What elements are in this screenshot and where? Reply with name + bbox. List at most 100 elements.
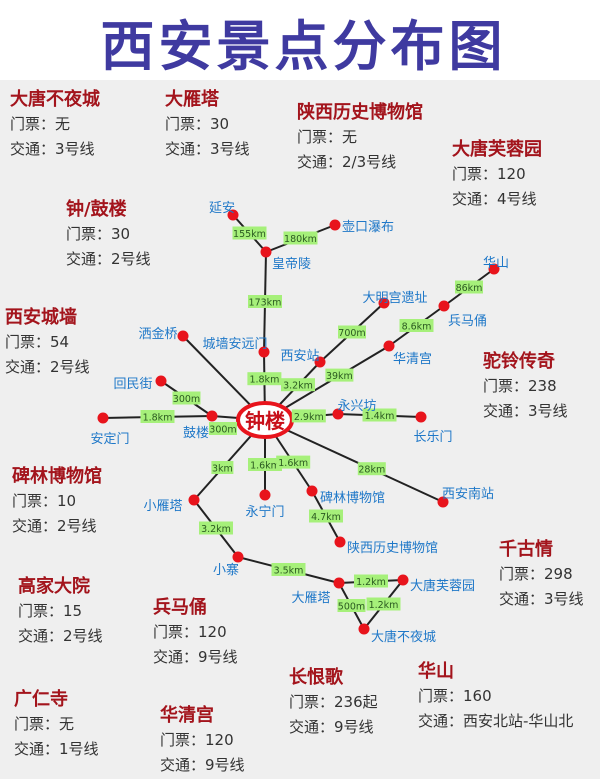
place-node[interactable] (437, 496, 449, 508)
place-node[interactable] (258, 346, 270, 358)
spot-card: 大唐不夜城 门票：无 交通：3号线 (10, 88, 100, 162)
place-label: 西安站 (280, 349, 319, 364)
place-label: 华清宫 (393, 352, 432, 367)
place-node[interactable] (259, 489, 271, 501)
distance-label: 3.5km (274, 566, 304, 577)
place-node[interactable] (358, 623, 370, 635)
place-label: 皇帝陵 (272, 256, 311, 272)
place-label: 壶口瀑布 (342, 220, 394, 235)
spot-ticket: 门票：120 (160, 731, 234, 749)
place-label: 小寨 (213, 562, 239, 578)
spot-ticket: 门票：无 (10, 115, 71, 133)
place-node[interactable] (488, 263, 500, 275)
distance-badge (211, 461, 234, 474)
spot-card: 碑林博物馆 门票：10 交通：2号线 (12, 465, 102, 539)
distance-label: 1.2km (369, 600, 399, 611)
distance-badge (140, 410, 175, 423)
spot-ticket: 门票：无 (14, 715, 75, 733)
place-node[interactable] (383, 340, 395, 352)
map-panel (0, 80, 600, 779)
spot-ticket: 门票：120 (452, 165, 526, 183)
place-node[interactable] (306, 485, 318, 497)
place-node[interactable] (260, 246, 272, 258)
distance-badge (399, 319, 434, 332)
place-label: 大明宫遗址 (362, 291, 427, 306)
distance-badge (172, 391, 201, 405)
place-node[interactable] (177, 330, 189, 342)
place-node[interactable] (333, 577, 345, 589)
place-node[interactable] (97, 412, 109, 424)
place-node[interactable] (438, 300, 450, 312)
spot-name: 大唐不夜城 (10, 89, 100, 110)
place-node[interactable] (332, 408, 344, 420)
spot-transport: 交通：4号线 (452, 190, 537, 208)
place-node[interactable] (206, 410, 218, 422)
place-node[interactable] (334, 536, 346, 548)
distance-badge (271, 563, 306, 576)
place-label: 鼓楼 (183, 426, 209, 441)
place-label: 大唐芙蓉园 (410, 578, 475, 594)
spot-ticket: 门票：30 (165, 115, 230, 133)
distance-label: 2.9km (294, 412, 324, 423)
spot-transport: 交通：3号线 (499, 590, 584, 608)
spot-ticket: 门票：120 (153, 623, 227, 641)
place-node[interactable] (188, 494, 200, 506)
spot-ticket: 门票：15 (18, 602, 83, 620)
spot-name: 西安城墙 (5, 307, 77, 328)
place-label: 西安南站 (442, 486, 494, 502)
place-node[interactable] (329, 219, 341, 231)
distance-label: 300m (173, 394, 200, 405)
distance-badge (338, 325, 366, 339)
distance-badge (247, 372, 282, 386)
place-node[interactable] (232, 551, 244, 563)
spot-transport: 交通：9号线 (289, 718, 374, 736)
place-label: 永兴坊 (337, 399, 376, 414)
distance-badge (325, 368, 354, 382)
spot-card: 广仁寺 门票：无 交通：1号线 (14, 688, 99, 762)
place-node[interactable] (415, 411, 427, 423)
spot-transport: 交通：西安北站-华山北 (418, 712, 574, 730)
spot-ticket: 门票：10 (12, 492, 77, 510)
distance-label: 180km (284, 234, 317, 245)
place-label: 小雁塔 (143, 499, 182, 514)
place-node[interactable] (378, 297, 390, 309)
spot-card: 兵马俑 门票：120 交通：9号线 (153, 596, 238, 670)
distance-label: 1.6km (278, 458, 308, 469)
page-title: 西安景点分布图 (100, 15, 507, 78)
distance-badge (248, 295, 282, 308)
distance-label: 3.2km (201, 524, 231, 535)
distance-badge (366, 597, 401, 611)
spot-transport: 交通：9号线 (160, 756, 245, 774)
distance-label: 1.8km (143, 413, 173, 424)
spot-card: 华清宫 门票：120 交通：9号线 (160, 704, 245, 778)
distance-badge (232, 226, 267, 240)
place-label: 兵马俑 (448, 314, 487, 329)
distance-label: 500m (338, 602, 365, 613)
place-node[interactable] (227, 209, 239, 221)
spot-ticket: 门票：54 (5, 333, 70, 351)
spot-transport: 交通：3号线 (483, 402, 568, 420)
distance-label: 86km (456, 283, 483, 294)
spot-name: 华山 (418, 661, 454, 682)
distance-badge (276, 455, 311, 469)
place-node[interactable] (397, 574, 409, 586)
distance-label: 39km (326, 371, 353, 382)
distance-badge (357, 462, 386, 476)
distance-label: 1.2km (356, 577, 386, 588)
place-label: 回民街 (113, 377, 152, 392)
place-node[interactable] (314, 356, 326, 368)
distance-label: 155km (233, 229, 266, 240)
spot-ticket: 门票：298 (499, 565, 573, 583)
place-label: 安定门 (90, 432, 129, 447)
route-line (264, 419, 444, 503)
place-node[interactable] (155, 375, 167, 387)
distance-badge (283, 231, 318, 245)
spot-name: 碑林博物馆 (12, 466, 102, 487)
place-label: 长乐门 (413, 430, 452, 445)
distance-badge (354, 574, 388, 588)
spot-transport: 交通：1号线 (14, 740, 99, 758)
place-label: 洒金桥 (138, 326, 177, 342)
spot-name: 大雁塔 (165, 89, 219, 110)
place-label: 大唐不夜城 (371, 629, 436, 645)
